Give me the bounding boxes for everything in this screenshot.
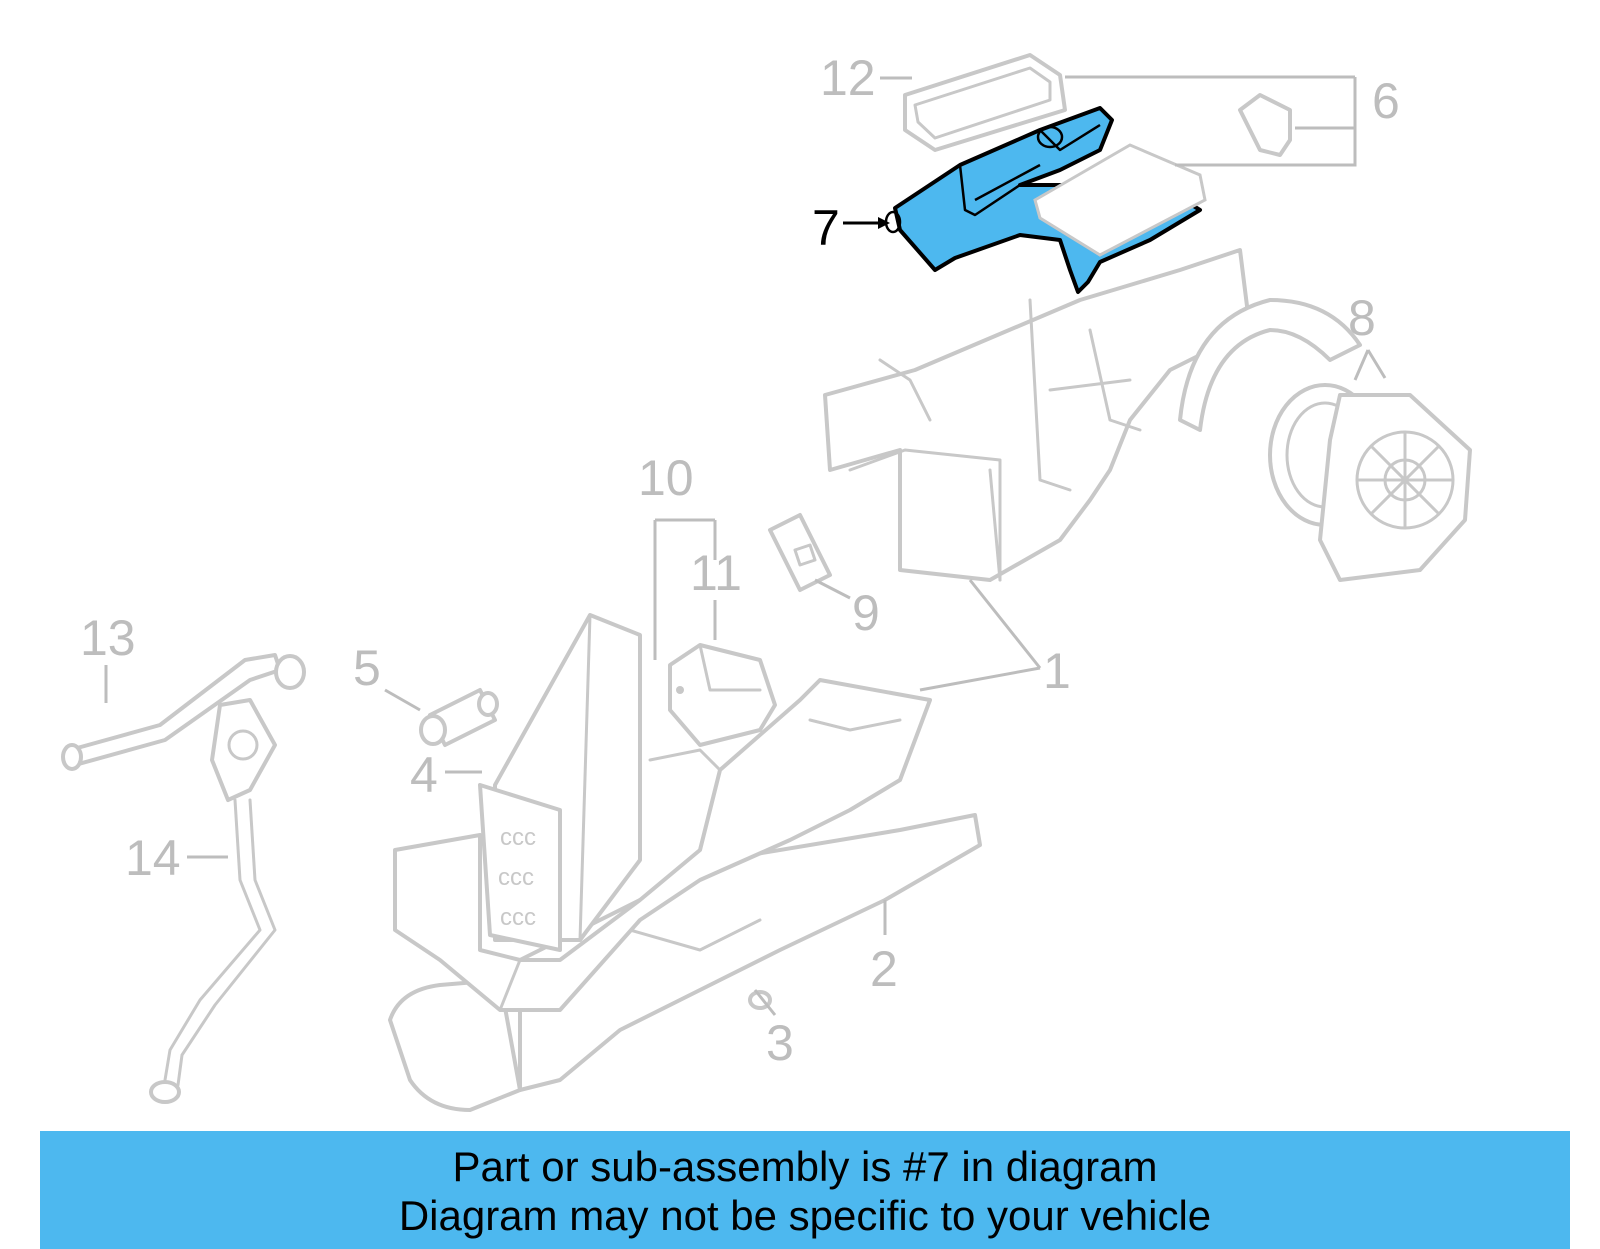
callout-2: 2 [870,941,898,997]
callout-8: 8 [1348,290,1376,346]
callout-12: 12 [820,50,876,106]
part-13-hose[interactable] [61,653,306,771]
leader-lines [104,75,1387,1016]
callout-labels: 1 2 3 4 5 6 7 8 9 10 11 12 13 14 [80,50,1400,1071]
part-1-hvac-case-lower[interactable] [393,678,932,1012]
svg-text:ccc: ccc [500,824,536,851]
callout-5: 5 [353,640,381,696]
part-8-blower-motor[interactable] [1268,383,1472,582]
part-12-seal[interactable] [903,53,1067,152]
callout-6: 6 [1372,73,1400,129]
info-banner: Part or sub-assembly is #7 in diagram Di… [40,1131,1570,1249]
callout-10: 10 [638,450,694,506]
part-6-bracket[interactable] [1238,93,1292,157]
callout-14: 14 [125,830,181,886]
part-9-switch[interactable] [768,513,832,592]
callout-1: 1 [1043,643,1071,699]
callout-9: 9 [852,585,880,641]
svg-text:ccc: ccc [500,904,536,931]
part-2-lower-duct[interactable] [388,813,982,1112]
part-7-highlighted-duct[interactable] [884,106,1207,294]
callout-11: 11 [690,545,742,601]
callout-3: 3 [766,1015,794,1071]
svg-text:ccc: ccc [498,864,534,891]
callout-13: 13 [80,610,136,666]
callout-4: 4 [410,747,438,803]
part-10-11-actuator[interactable] [668,643,777,747]
part-4-evaporator-core[interactable]: ccc ccc ccc [478,613,642,952]
part-1-hvac-case-upper[interactable] [823,248,1362,582]
callout-7[interactable]: 7 [812,200,840,256]
banner-line-disclaimer: Diagram may not be specific to your vehi… [398,1192,1212,1239]
banner-line-part-number: Part or sub-assembly is #7 in diagram [452,1143,1158,1190]
part-14-drain-tube[interactable] [149,698,277,1104]
part-5-expansion-valve[interactable] [419,688,499,747]
